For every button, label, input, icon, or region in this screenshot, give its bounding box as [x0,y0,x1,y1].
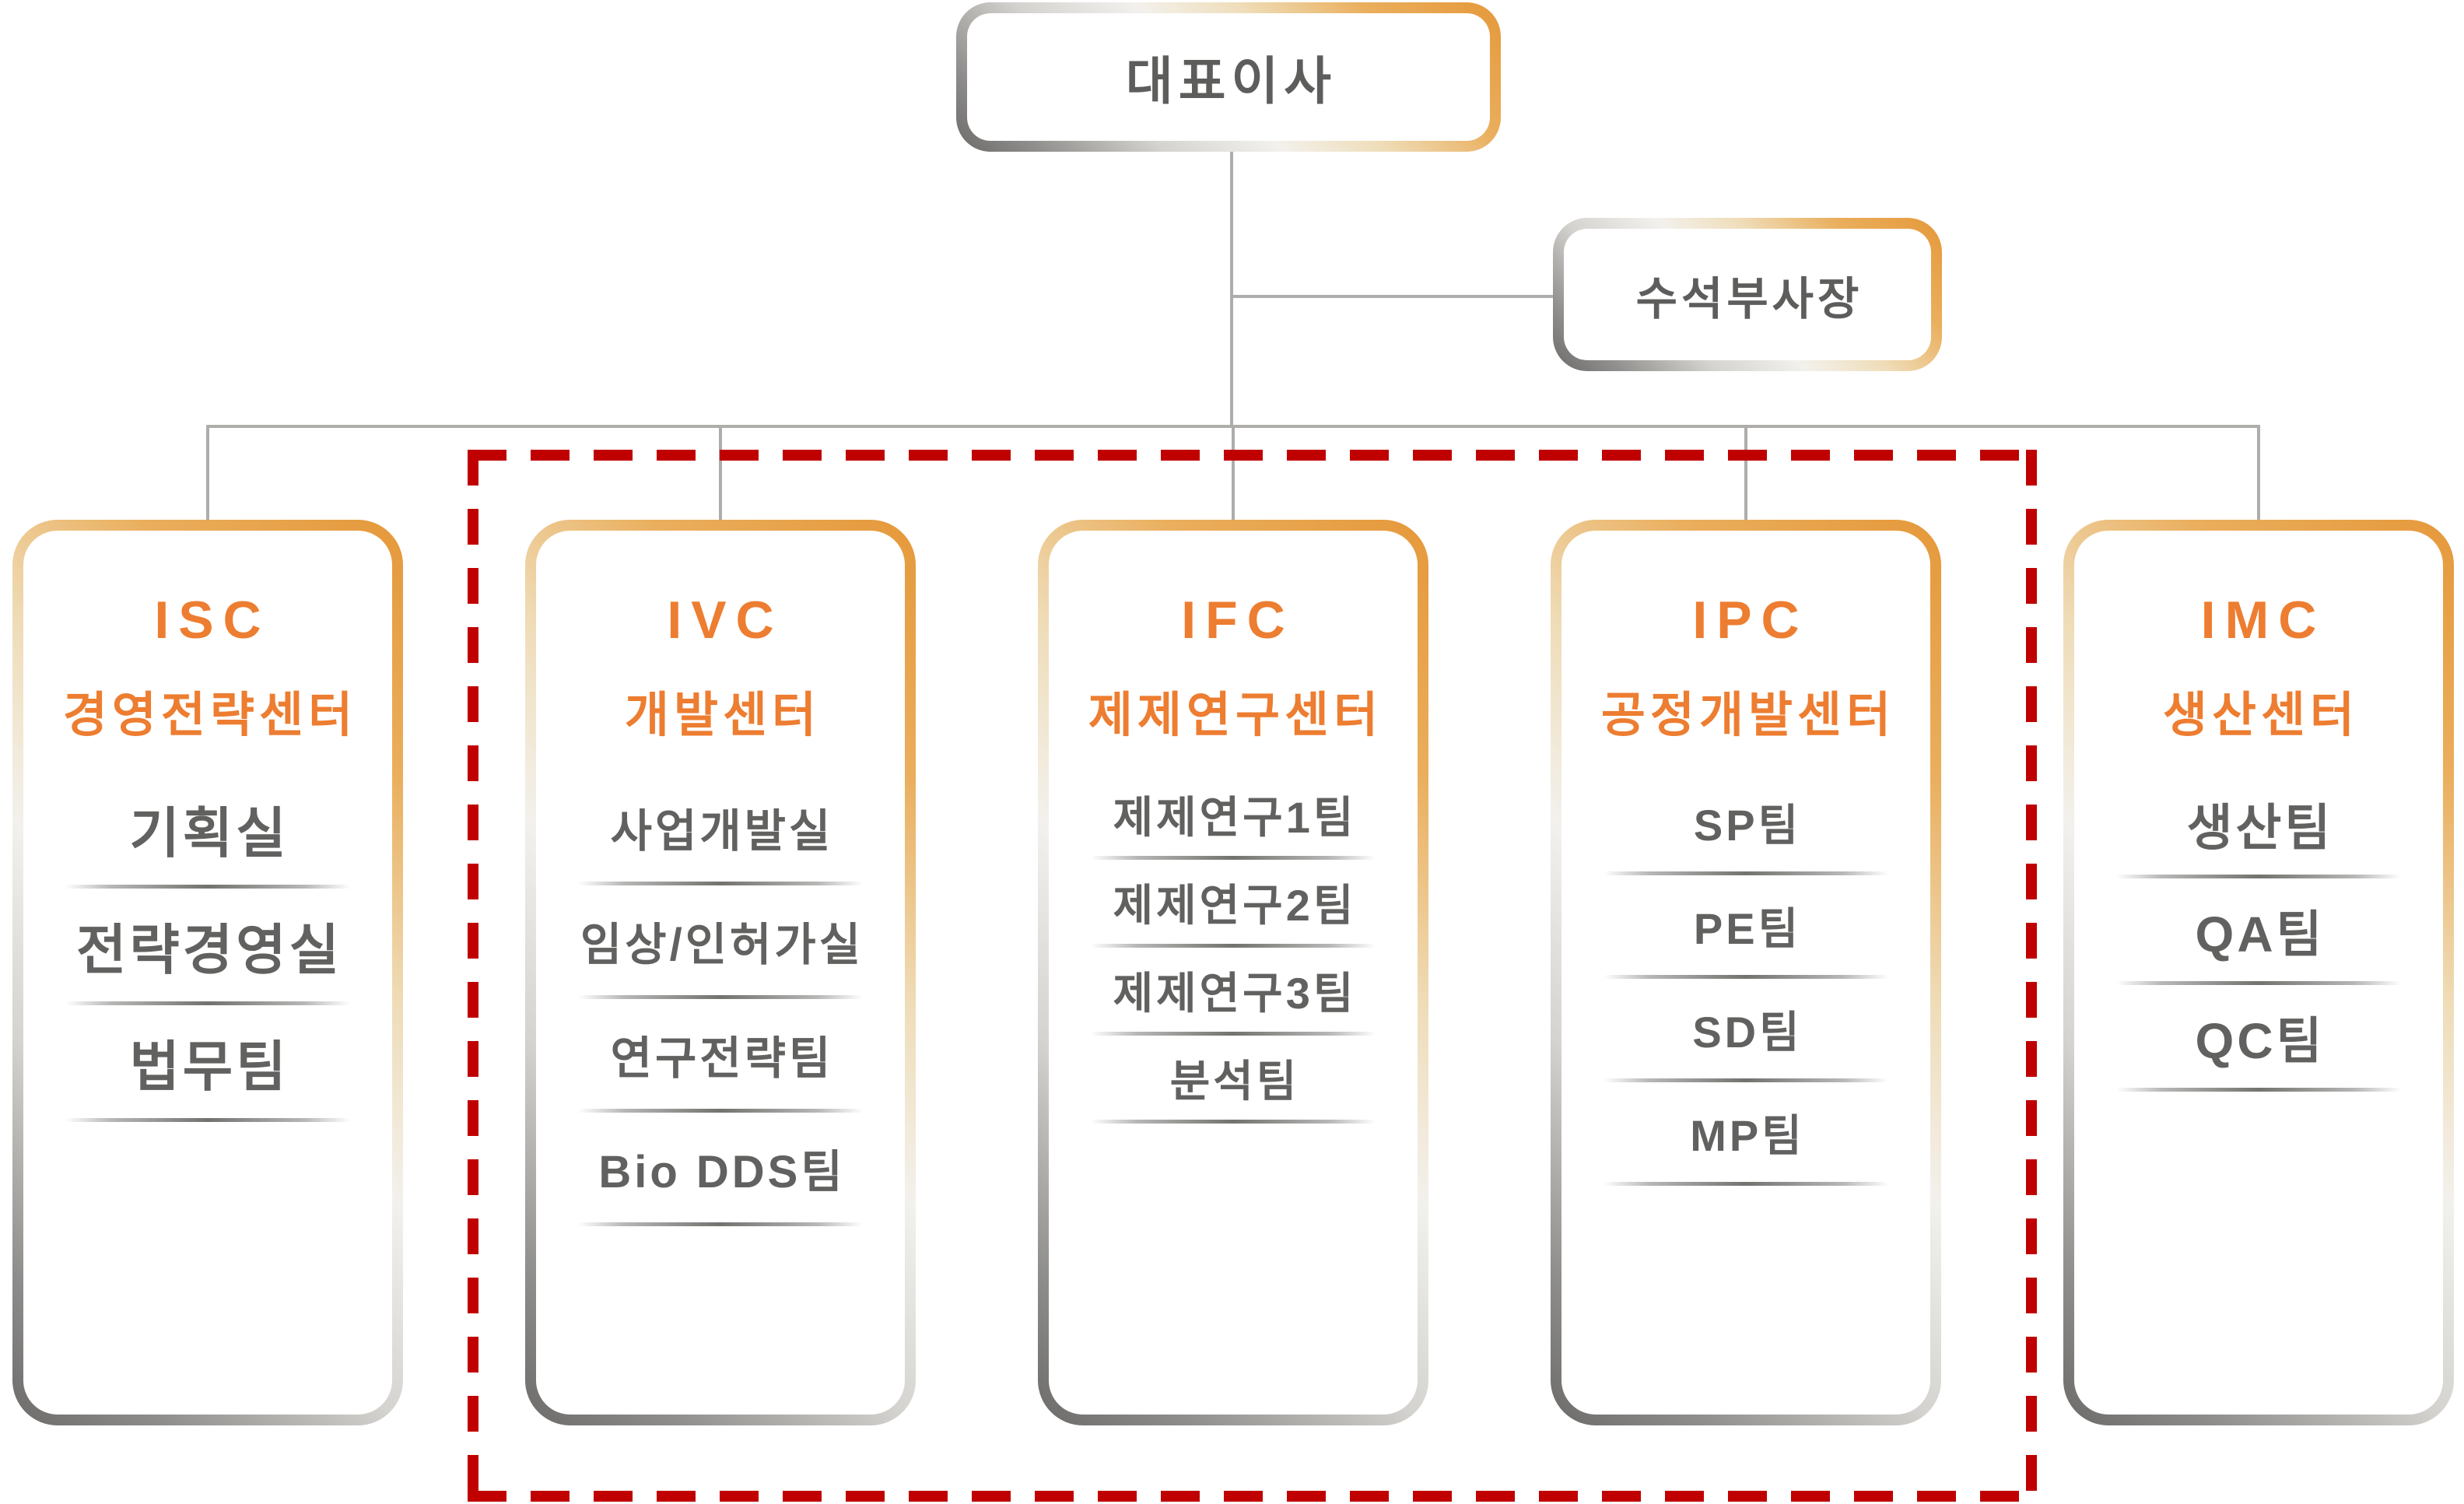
team-item: 법무팀 [65,1004,350,1122]
team-item: 사업개발실 [578,770,863,885]
team-item: 기획실 [65,770,350,889]
connector-vp-branch [1230,295,1553,298]
team-divider [65,1001,350,1005]
connector-drop-ivc [719,425,722,524]
team-divider [578,882,863,885]
ifc-team-list: 제제연구1팀 제제연구2팀 제제연구3팀 분석팀 [1091,770,1376,1124]
vp-label: 수석부사장 [1635,273,1863,324]
team-item: Bio DDS팀 [578,1111,863,1226]
org-node-ipc: IPC 공정개발센터 SP팀 PE팀 SD팀 MP팀 [1551,520,1941,1425]
isc-acronym: ISC [154,591,271,650]
team-divider [65,1118,350,1122]
team-divider [2116,981,2401,985]
imc-acronym: IMC [2200,591,2326,650]
org-node-ifc: IFC 제제연구센터 제제연구1팀 제제연구2팀 제제연구3팀 분석팀 [1038,520,1428,1425]
ifc-name: 제제연구센터 [1088,688,1383,742]
ivc-name: 개발센터 [624,688,822,742]
imc-team-list: 생산팀 QA팀 QC팀 [2116,770,2401,1092]
team-divider [65,885,350,889]
team-item: 분석팀 [1091,1034,1376,1124]
connector-ceo-drop [1230,152,1233,428]
team-divider [1091,856,1376,860]
isc-team-list: 기획실 전략경영실 법무팀 [65,770,350,1122]
org-node-isc: ISC 경영전략센터 기획실 전략경영실 법무팀 [12,520,403,1425]
connector-drop-isc [206,425,209,524]
team-item: 임상/인허가실 [578,884,863,999]
connector-drop-ifc [1232,425,1235,524]
team-divider [1091,944,1376,948]
team-divider [1604,1078,1888,1082]
team-divider [1604,871,1888,875]
org-node-vp: 수석부사장 [1553,218,1942,371]
ceo-label: 대표이사 [1126,52,1337,110]
team-divider [1091,1032,1376,1036]
red-dashed-rect-left [468,450,478,1502]
team-divider [578,1222,863,1226]
ipc-acronym: IPC [1692,591,1809,650]
org-node-ceo: 대표이사 [956,2,1501,152]
ivc-team-list: 사업개발실 임상/인허가실 연구전략팀 Bio DDS팀 [578,770,863,1226]
team-item: SP팀 [1604,770,1888,875]
team-item: PE팀 [1604,874,1888,979]
ifc-acronym: IFC [1181,591,1295,650]
org-node-ivc: IVC 개발센터 사업개발실 임상/인허가실 연구전략팀 Bio DDS팀 [525,520,916,1425]
team-item: QC팀 [2116,983,2401,1092]
team-item: MP팀 [1604,1081,1888,1186]
team-divider [2116,1088,2401,1092]
ipc-team-list: SP팀 PE팀 SD팀 MP팀 [1604,770,1888,1186]
ipc-name: 공정개발센터 [1600,688,1896,742]
team-item: SD팀 [1604,977,1888,1082]
team-divider [1604,1182,1888,1186]
org-node-imc: IMC 생산센터 생산팀 QA팀 QC팀 [2063,520,2454,1425]
team-item: 생산팀 [2116,770,2401,878]
red-dashed-rect-bottom [468,1491,2037,1502]
team-item: 제제연구3팀 [1091,946,1376,1036]
team-divider [1091,1120,1376,1124]
team-divider [1604,975,1888,979]
team-item: 제제연구2팀 [1091,858,1376,948]
team-divider [578,995,863,999]
team-item: 전략경영실 [65,887,350,1005]
isc-name: 경영전략센터 [62,688,358,742]
team-divider [2116,875,2401,878]
team-item: QA팀 [2116,877,2401,985]
red-dashed-rect-right [2026,450,2037,1502]
imc-name: 생산센터 [2162,688,2360,742]
team-divider [578,1109,863,1113]
ivc-acronym: IVC [667,591,783,650]
red-dashed-rect-top [468,450,2037,461]
connector-drop-imc [2257,425,2260,524]
team-item: 연구전략팀 [578,997,863,1113]
connector-drop-ipc [1744,425,1747,524]
team-item: 제제연구1팀 [1091,770,1376,860]
